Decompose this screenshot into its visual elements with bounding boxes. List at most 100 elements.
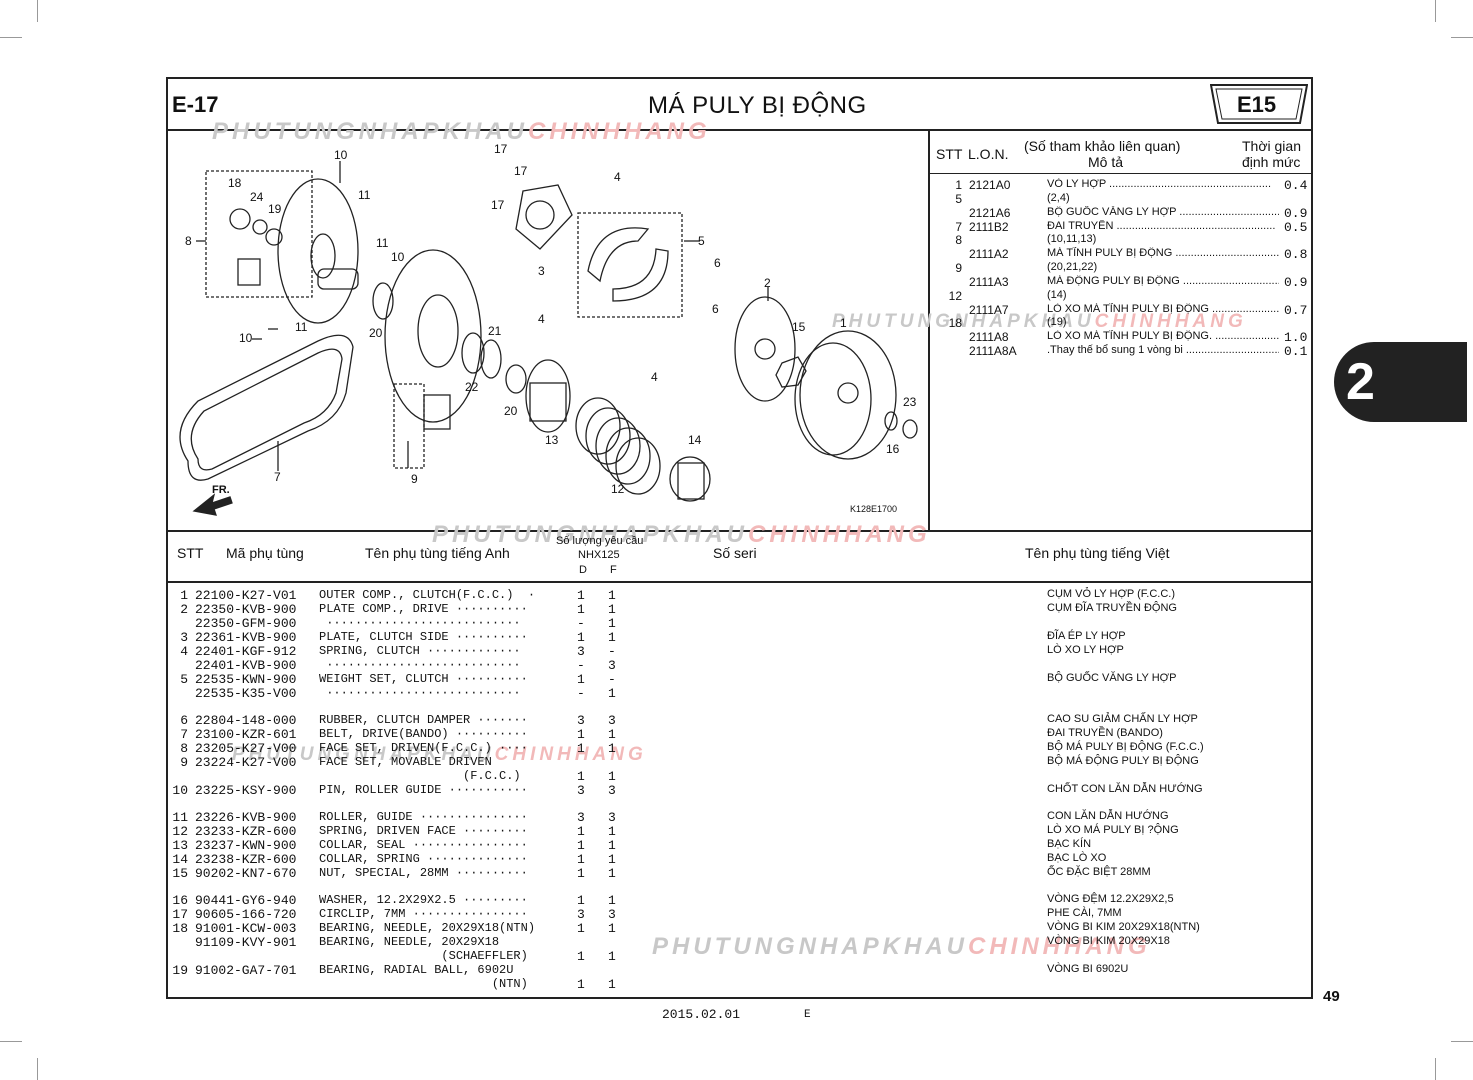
section-code: E-17 (172, 92, 219, 117)
callout-label: 8 (185, 234, 192, 248)
parts-cell-en: BEARING, NEEDLE, 20X29X18 (319, 935, 500, 949)
parts-cell-part: 23205-K27-V00 (195, 741, 297, 756)
parts-cell-d: 1 (577, 727, 585, 742)
parts-cell-part: 22401-KVB-900 (195, 658, 297, 673)
labor-cell-lon: 2111A8 (969, 330, 1009, 344)
page-title: MÁ PULY BỊ ĐỘNG (648, 92, 867, 119)
parts-cell-d: 1 (577, 838, 585, 853)
parts-cell-d: 3 (577, 907, 585, 922)
parts-cell-stt: 14 (172, 852, 188, 867)
labor-cell-time: 0.5 (1284, 220, 1308, 235)
labor-header-divider (930, 173, 1311, 174)
labor-cell-time: 0.8 (1284, 247, 1308, 262)
callout-label: 24 (250, 190, 264, 204)
diagram-divider (928, 131, 930, 530)
parts-header-qty: Số lượng yêu cầu (556, 535, 644, 547)
parts-cell-en: NUT, SPECIAL, 28MM ·········· (319, 866, 528, 880)
callout-label: 17 (491, 198, 505, 212)
parts-header-name-vn: Tên phụ tùng tiếng Việt (1025, 545, 1170, 561)
parts-cell-stt: 19 (172, 963, 188, 978)
parts-cell-part: 23100-KZR-601 (195, 727, 297, 742)
labor-cell-desc: (10,11,13) (1047, 233, 1097, 245)
parts-cell-f: 1 (608, 769, 616, 784)
parts-cell-vn: ĐĨA ÉP LY HỢP (1047, 630, 1126, 642)
parts-cell-en: ROLLER, GUIDE ··············· (319, 810, 528, 824)
parts-cell-en: (SCHAEFFLER) (319, 949, 528, 963)
labor-cell-stt: 5 (955, 192, 962, 206)
parts-cell-en: ··························· (319, 658, 521, 672)
callout-label: 13 (545, 433, 559, 447)
parts-cell-stt: 7 (180, 727, 188, 742)
parts-cell-stt: 9 (180, 755, 188, 770)
page-frame (166, 77, 1313, 999)
callout-label: 4 (614, 170, 621, 184)
parts-cell-part: 91109-KVY-901 (195, 935, 297, 950)
callout-label: 6 (714, 256, 721, 270)
labor-cell-desc: LÒ XO MÁ TĨNH PULY BỊ ĐỘNG. ............… (1047, 330, 1279, 342)
parts-cell-en: SPRING, DRIVEN FACE ········· (319, 824, 528, 838)
labor-cell-lon: 2121A0 (969, 178, 1011, 192)
parts-cell-en: PIN, ROLLER GUIDE ··········· (319, 783, 528, 797)
exploded-parts-diagram: 10 11 18 24 19 8 11 10 20 10 11 17 17 17… (179, 142, 918, 516)
parts-cell-f: 1 (608, 616, 616, 631)
watermark: PHUTUNGNHAPKHAUCHINHHANG (232, 744, 647, 765)
parts-cell-part: 23233-KZR-600 (195, 824, 297, 839)
parts-cell-vn: VÒNG BI KIM 20X29X18(NTN) (1047, 921, 1200, 933)
parts-cell-en: (F.C.C.) (319, 769, 521, 783)
parts-header-serial: Số seri (713, 545, 757, 561)
callout-label: 12 (611, 482, 625, 496)
labor-cell-desc: LÒ XO MÁ TĨNH PULY BỊ ĐỘNG .............… (1047, 303, 1279, 315)
parts-cell-en: RUBBER, CLUTCH DAMPER ······· (319, 713, 528, 727)
parts-cell-en: PLATE, CLUTCH SIDE ·········· (319, 630, 528, 644)
callout-label: 18 (228, 176, 242, 190)
callout-label: 5 (698, 234, 705, 248)
parts-cell-f: - (608, 672, 616, 687)
callout-label: 10 (391, 250, 405, 264)
callout-label: 20 (504, 404, 518, 418)
callout-label: 23 (903, 395, 917, 409)
labor-cell-lon: 2121A6 (969, 206, 1011, 220)
labor-header-lon: L.O.N. (968, 146, 1009, 162)
parts-cell-f: 1 (608, 741, 616, 756)
parts-cell-stt: 13 (172, 838, 188, 853)
parts-cell-part: 22361-KVB-900 (195, 630, 297, 645)
parts-cell-stt: 5 (180, 672, 188, 687)
labor-header-time-top: Thời gian (1242, 138, 1301, 154)
group-code: E15 (1237, 92, 1277, 117)
parts-cell-stt: 2 (180, 602, 188, 617)
callout-label: 7 (274, 470, 281, 484)
parts-cell-vn: BỘ MÁ ĐỘNG PULY BỊ ĐỘNG (1047, 755, 1199, 767)
parts-cell-stt: 3 (180, 630, 188, 645)
parts-cell-part: 23238-KZR-600 (195, 852, 297, 867)
labor-cell-lon: 2111A8A (969, 344, 1017, 358)
labor-cell-desc: (2,4) (1047, 192, 1070, 204)
callout-label: 2 (764, 276, 771, 290)
parts-cell-part: 23225-KSY-900 (195, 783, 297, 798)
callout-label: 4 (651, 370, 658, 384)
parts-cell-vn: LÒ XO MÁ PULY BỊ ?ỘNG (1047, 824, 1179, 836)
parts-cell-d: 1 (577, 769, 585, 784)
parts-cell-f: 1 (608, 838, 616, 853)
parts-cell-f: 3 (608, 783, 616, 798)
diagram-bottom-divider (166, 530, 1313, 532)
parts-cell-vn: BẠC LÒ XO (1047, 852, 1107, 864)
callout-label: 16 (886, 442, 900, 456)
callout-label: 14 (688, 433, 702, 447)
parts-cell-f: 1 (608, 588, 616, 603)
parts-cell-stt: 17 (172, 907, 188, 922)
parts-cell-vn: CHỐT CON LĂN DẪN HƯỚNG (1047, 783, 1203, 795)
parts-cell-vn: BẠC KÍN (1047, 838, 1092, 850)
parts-header-part-no: Mã phụ tùng (226, 545, 304, 561)
parts-cell-f: 1 (608, 852, 616, 867)
parts-cell-vn: ĐAI TRUYỀN (BANDO) (1047, 727, 1163, 739)
crop-mark (0, 1041, 22, 1042)
parts-cell-stt: 8 (180, 741, 188, 756)
parts-cell-part: 23226-KVB-900 (195, 810, 297, 825)
parts-cell-f: 1 (608, 893, 616, 908)
parts-cell-f: 1 (608, 824, 616, 839)
leader-dots: .................................... (1212, 303, 1279, 315)
callout-label: 20 (369, 326, 383, 340)
parts-cell-d: 3 (577, 713, 585, 728)
callout-label: 21 (488, 324, 502, 338)
leader-dots: ........................................… (1182, 275, 1279, 287)
